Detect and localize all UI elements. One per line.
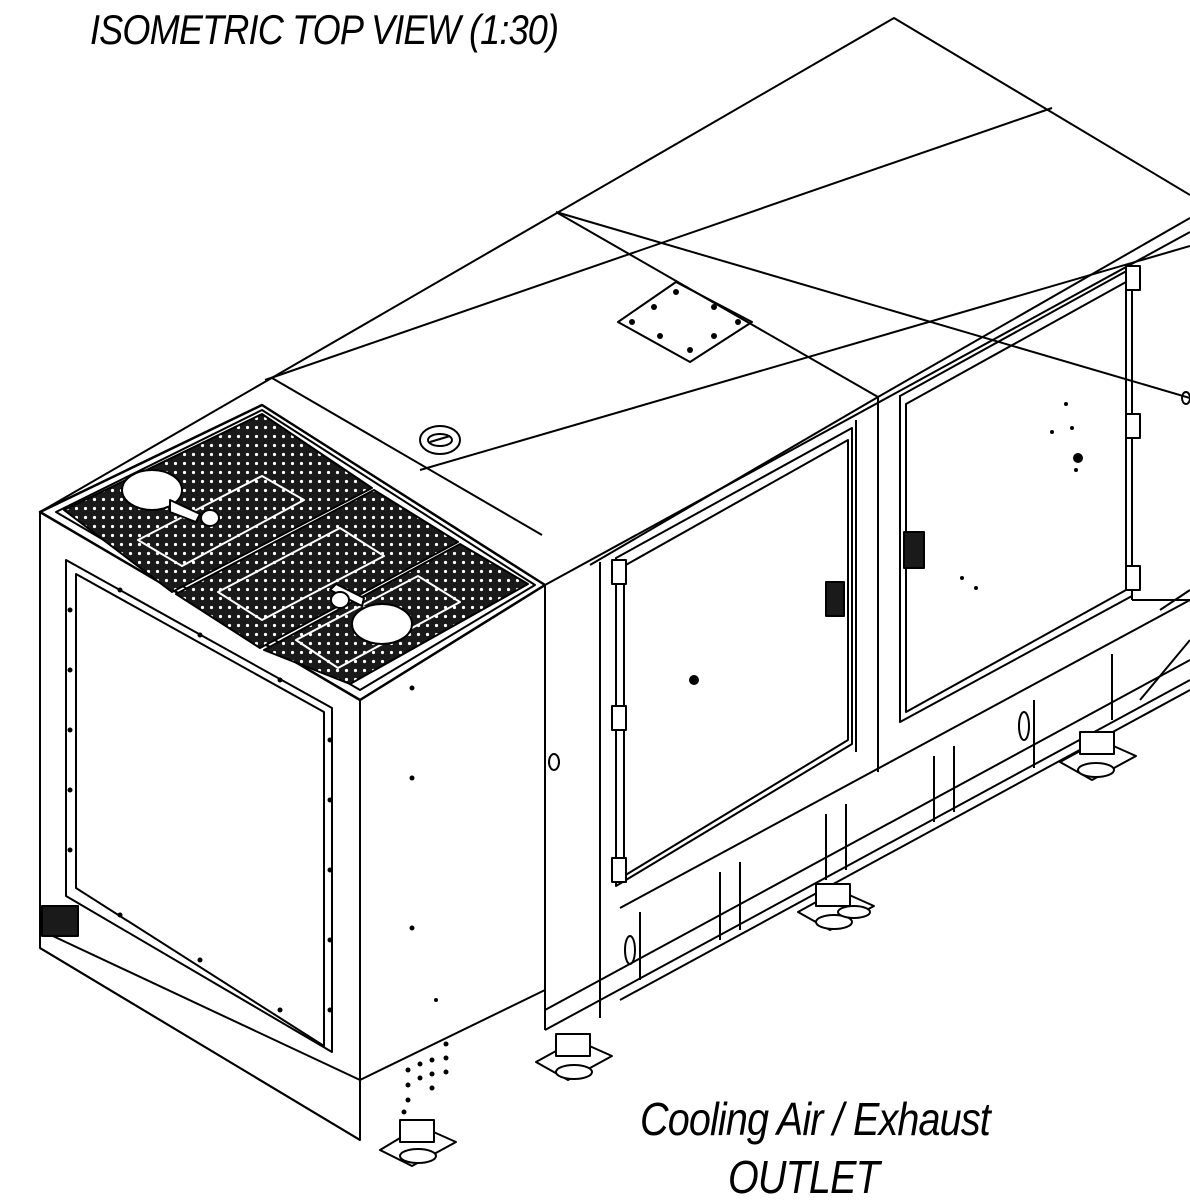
side-door-1	[611, 427, 853, 887]
foot-rear-mid	[797, 883, 875, 931]
drawing-title: ISOMETRIC TOP VIEW (1:30)	[90, 6, 559, 53]
radiator-grille-panels	[63, 413, 529, 685]
exhaust-outlet-duct	[1132, 589, 1190, 701]
control-label-block	[41, 905, 79, 937]
outlet-caption-line2: OUTLET	[728, 1151, 880, 1203]
foot-front-mid	[535, 1033, 613, 1081]
drawing-specks	[960, 402, 1078, 590]
radiator-access-panel	[65, 559, 333, 1053]
generator-enclosure-drawing	[38, 17, 1190, 1167]
drawing-canvas: ISOMETRIC TOP VIEW (1:30) Cooling Air / …	[38, 6, 1190, 1203]
lifting-eye-left	[121, 469, 220, 527]
outlet-caption-line1: Cooling Air / Exhaust	[640, 1093, 991, 1145]
lifting-eye-right	[329, 583, 413, 645]
fuel-cap	[419, 425, 461, 455]
foot-front-left	[379, 1119, 457, 1167]
side-fastener-dots	[401, 685, 449, 1115]
foot-rear-right	[1059, 731, 1137, 781]
side-door-2	[899, 265, 1141, 723]
roof-hatch-plate	[617, 281, 753, 363]
